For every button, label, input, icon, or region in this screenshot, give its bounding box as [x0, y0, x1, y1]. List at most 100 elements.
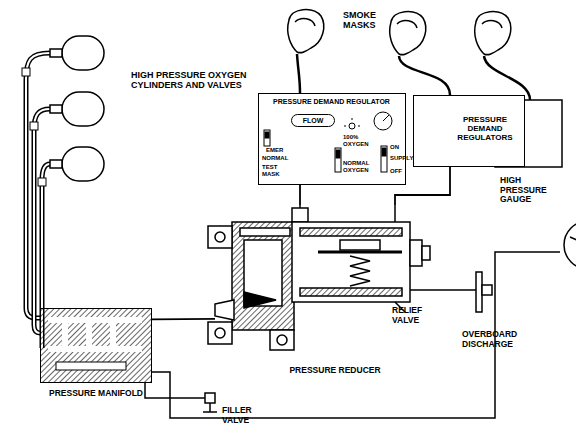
manifold-port	[56, 362, 126, 370]
cylinder	[62, 147, 104, 181]
smoke-mask	[390, 12, 426, 55]
cylinder	[62, 36, 104, 70]
manifold-block: PRESSURE MANIFOLD	[40, 308, 152, 383]
manifold-hatch	[40, 308, 152, 383]
node-label: FLOW	[292, 117, 334, 125]
mount-lug	[270, 330, 294, 350]
part-label: ON	[390, 144, 399, 151]
diaphragm	[318, 251, 402, 254]
oxygen-tubes	[26, 53, 50, 348]
mask-hose	[399, 56, 450, 95]
panel-controls	[264, 112, 392, 172]
cylinder	[62, 92, 104, 126]
needle-valve	[244, 292, 276, 308]
tube-fittings	[22, 68, 46, 186]
filler-valve-symbol	[145, 383, 217, 412]
housing-wall	[300, 228, 402, 236]
toggle-switch	[264, 130, 270, 146]
blinker-ray	[344, 126, 346, 127]
smoke-mask	[288, 10, 324, 53]
mask-rim	[397, 21, 417, 28]
node-label: PRESSURE MANIFOLD	[35, 389, 157, 399]
mask-shell	[390, 12, 426, 55]
part-label: 100% OXYGEN	[343, 134, 377, 147]
part-label: TEST MASK	[262, 164, 292, 177]
part-label: EMER	[266, 147, 283, 154]
pipe-connector	[152, 318, 215, 320]
blinker-ray	[358, 126, 360, 127]
mount-hole	[215, 232, 225, 242]
filler-line	[145, 383, 205, 398]
control-panel: PRESSURE DEMAND REGULATOR FLOW	[258, 93, 406, 185]
node-label: PRESSURE DEMAND REGULATORS	[452, 116, 518, 143]
pressure-line	[152, 252, 560, 418]
gauge-dial	[564, 221, 576, 269]
cylinder-valve	[50, 160, 62, 168]
blinker-ray	[352, 118, 353, 120]
gauge-line	[152, 221, 576, 418]
pressure-reducer: PRESSURE REDUCER	[215, 205, 410, 383]
mask-rim	[295, 19, 315, 26]
manifold-channel	[110, 317, 116, 352]
screw-cap	[422, 246, 430, 260]
filler-stem	[209, 403, 211, 412]
blinker	[349, 123, 355, 129]
mask-shell	[288, 10, 324, 53]
cylinder-valve	[50, 49, 62, 57]
outlet-stub	[394, 205, 396, 222]
mount-lug	[208, 322, 232, 344]
pipe-connector	[395, 167, 450, 205]
tube	[26, 53, 50, 318]
part-label: RELIEF VALVE	[392, 306, 437, 325]
node-label: PRESSURE DEMAND REGULATOR	[259, 98, 404, 106]
toggle-lever	[382, 148, 386, 156]
part-label: FILLER VALVE	[222, 406, 264, 425]
inlet-housing	[232, 222, 294, 330]
toggle-lever	[336, 150, 340, 158]
adjusting-screw	[410, 240, 422, 266]
mask-hose	[297, 54, 300, 93]
part-label: OFF	[390, 168, 402, 175]
node-label: PRESSURE REDUCER	[265, 366, 405, 376]
filler-handle	[203, 411, 217, 413]
mask-rim	[482, 21, 502, 28]
fitting	[22, 68, 30, 76]
filler-body	[205, 393, 215, 403]
part-label: SMOKE MASKS	[343, 10, 393, 30]
mount-lug	[208, 226, 232, 248]
part-label: OVERBOARD DISCHARGE	[462, 330, 532, 349]
part-label: NORMAL	[262, 155, 288, 162]
toggle-switch	[335, 148, 341, 172]
fitting	[38, 178, 46, 186]
part-label: HIGH PRESSURE GAUGE	[500, 176, 552, 205]
outlet-fitting	[292, 208, 308, 222]
part-label: SUPPLY	[390, 155, 413, 162]
gauge-needle	[570, 237, 576, 245]
mount-hole	[215, 328, 225, 338]
smoke-masks	[288, 10, 530, 100]
mount-hole	[277, 335, 287, 345]
toggle-switch	[381, 146, 387, 172]
cylinder-valve	[50, 105, 62, 113]
regulator-box: PRESSURE DEMAND REGULATORS	[413, 95, 525, 167]
inlet-passage	[240, 228, 290, 236]
mask-shell	[475, 12, 511, 55]
manifold-body	[40, 308, 152, 383]
regulator-housing	[292, 222, 410, 302]
fitting	[30, 122, 38, 130]
overboard-fitting	[476, 272, 482, 312]
valve-seat	[340, 240, 380, 250]
smoke-mask	[475, 12, 511, 55]
manifold-channel	[62, 317, 68, 352]
inlet-nozzle	[215, 300, 234, 320]
overboard-nut	[482, 285, 492, 295]
pipe-connector	[299, 185, 301, 205]
manifold-channel	[86, 317, 92, 352]
flow-indicator: FLOW	[291, 114, 335, 127]
tube	[26, 53, 50, 318]
relief-line	[410, 289, 476, 291]
spring	[350, 256, 370, 286]
